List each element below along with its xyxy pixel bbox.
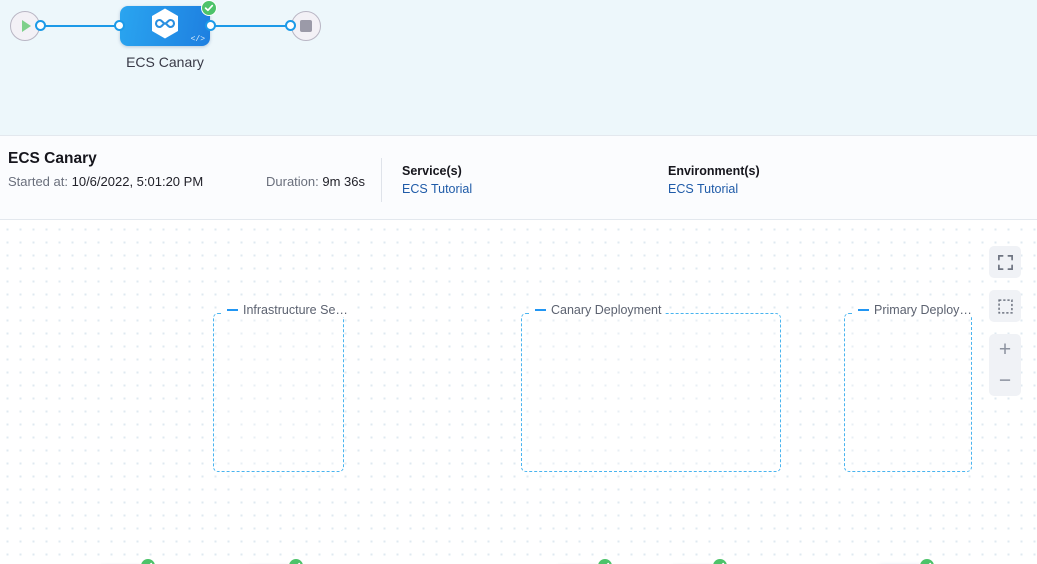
minimap-port-node-out [205, 20, 216, 31]
execution-details-bar: ECS Canary Started at: 10/6/2022, 5:01:2… [0, 136, 1037, 220]
environments-column: Environment(s) ECS Tutorial [668, 164, 760, 196]
service-link[interactable]: ECS Tutorial [402, 182, 473, 196]
environments-header: Environment(s) [668, 164, 760, 178]
stop-icon [300, 20, 312, 32]
status-badge-canary-delete [712, 558, 728, 564]
harness-infinity-hexagon-icon [150, 8, 180, 45]
zoom-controls[interactable]: + − [989, 334, 1021, 396]
code-glyph-icon: </> [190, 35, 205, 44]
collapse-dash-icon[interactable] [227, 309, 238, 311]
minimap-graph: </> ECS Canary [0, 0, 1037, 135]
group-label-text: Canary Deployment [551, 303, 662, 317]
minimap-port-stop-in [285, 20, 296, 31]
minimap-node-ecs-canary[interactable]: </> [120, 6, 210, 46]
group-label-infrastructure[interactable]: Infrastructure Se… [223, 303, 352, 317]
minimap-edge-start [41, 25, 120, 27]
status-badge-canary-deploy [597, 558, 613, 564]
collapse-dash-icon[interactable] [535, 309, 546, 311]
group-label-text: Infrastructure Se… [243, 303, 348, 317]
group-canary-deployment[interactable]: Canary Deployment [521, 303, 781, 472]
details-divider [381, 158, 382, 202]
pipeline-canvas[interactable]: Infrastructure Se… Canary Deployment Pri… [0, 220, 1037, 564]
environment-link[interactable]: ECS Tutorial [668, 182, 739, 196]
play-icon [22, 20, 31, 32]
pipeline-minimap-band: </> ECS Canary [0, 0, 1037, 136]
minimap-port-node-in [114, 20, 125, 31]
zoom-out-icon[interactable]: − [998, 368, 1012, 392]
minimap-stop-node[interactable] [291, 11, 321, 41]
select-region-button[interactable] [989, 290, 1021, 322]
collapse-dash-icon[interactable] [858, 309, 869, 311]
started-at-value: 10/6/2022, 5:01:20 PM [71, 174, 204, 189]
services-header: Service(s) [402, 164, 462, 178]
status-badge-service [140, 558, 156, 564]
select-region-icon [997, 298, 1013, 314]
group-infrastructure-section[interactable]: Infrastructure Se… [213, 303, 352, 472]
services-column: Service(s) ECS Tutorial [402, 164, 472, 196]
duration-value: 9m 36s [322, 174, 366, 189]
started-at-row: Started at: 10/6/2022, 5:01:20 PM [8, 174, 203, 189]
minimap-port-start-out [35, 20, 46, 31]
group-label-primary-deployment[interactable]: Primary Deploy… [854, 303, 976, 317]
fullscreen-icon [997, 254, 1013, 270]
zoom-in-icon[interactable]: + [998, 337, 1012, 361]
group-label-text: Primary Deploy… [874, 303, 972, 317]
page-title: ECS Canary [8, 150, 97, 167]
status-badge-rolling-deploy [919, 558, 935, 564]
duration-row: Duration: 9m 36s [266, 174, 365, 189]
group-primary-deployment[interactable]: Primary Deploy… [844, 303, 976, 472]
duration-label: Duration: [266, 174, 319, 189]
minimap-node-label: ECS Canary [126, 54, 204, 70]
fullscreen-button[interactable] [989, 246, 1021, 278]
status-badge-infrastructure [288, 558, 304, 564]
minimap-edge-end [211, 25, 291, 27]
started-at-label: Started at: [8, 174, 68, 189]
group-label-canary-deployment[interactable]: Canary Deployment [531, 303, 666, 317]
minimap-status-badge-success [201, 0, 217, 16]
